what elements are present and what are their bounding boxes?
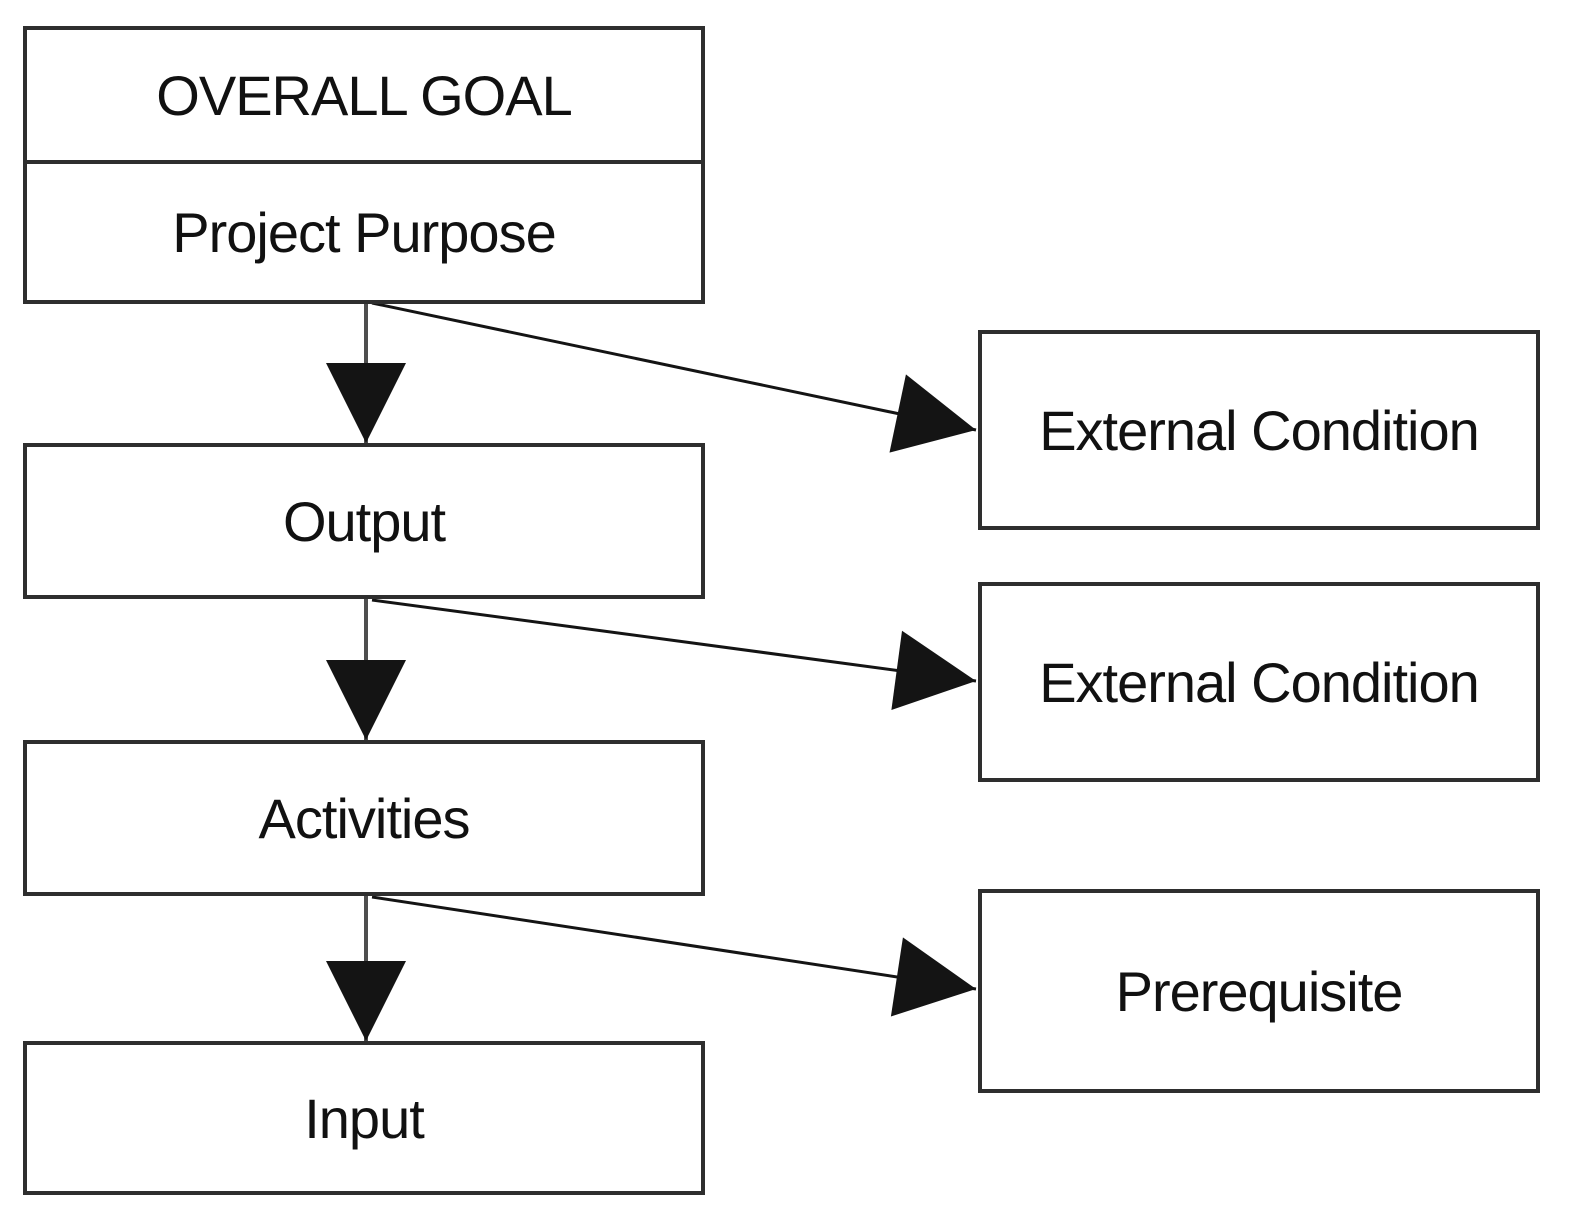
- arrow-output-to-external-condition-2: [371, 598, 977, 711]
- node-input: Input: [23, 1041, 705, 1195]
- prerequisite-label: Prerequisite: [1116, 960, 1403, 1023]
- arrow-activities-to-prerequisite: [371, 895, 977, 1017]
- external-condition-2-label: External Condition: [1039, 651, 1479, 714]
- input-label: Input: [304, 1087, 425, 1150]
- arrow-project-purpose-to-external-condition-1: [371, 301, 977, 453]
- overall-goal-label: OVERALL GOAL: [156, 64, 571, 127]
- output-label: Output: [283, 490, 447, 553]
- node-overall-goal: OVERALL GOAL: [23, 26, 705, 164]
- external-condition-1-label: External Condition: [1039, 399, 1479, 462]
- node-output: Output: [23, 443, 705, 599]
- node-external-condition-2: External Condition: [978, 582, 1540, 782]
- node-prerequisite: Prerequisite: [978, 889, 1540, 1093]
- activities-label: Activities: [259, 787, 470, 850]
- node-external-condition-1: External Condition: [978, 330, 1540, 530]
- node-activities: Activities: [23, 740, 705, 896]
- node-project-purpose: Project Purpose: [23, 160, 705, 304]
- project-purpose-label: Project Purpose: [172, 201, 555, 264]
